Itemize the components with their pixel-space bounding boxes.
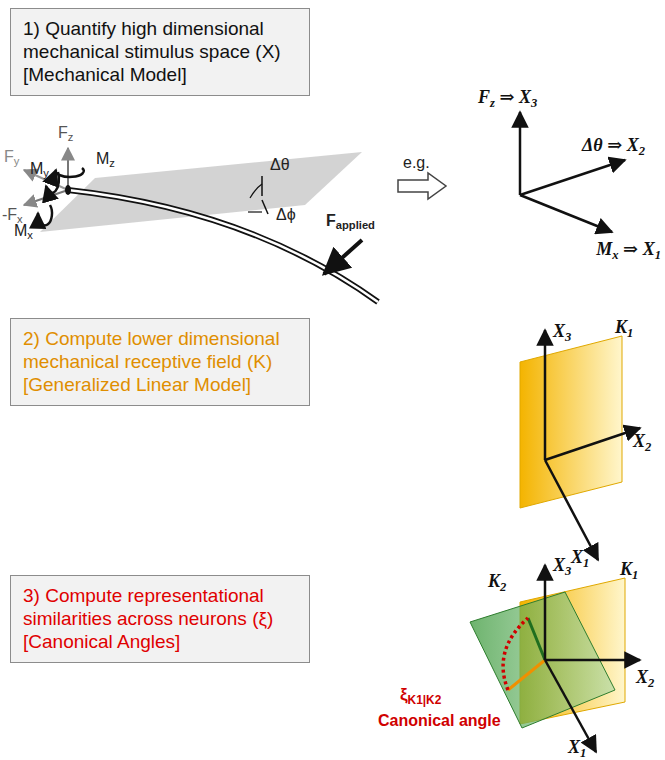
step-method: [Mechanical Model] [23,63,297,86]
annotation-label: Δθ [270,156,290,174]
annotation-label: Fapplied [326,212,375,230]
axis-label: X3 [553,322,571,342]
axis-label: K2 [488,572,506,592]
step-heading: 2) Compute lower dimensional mechanical … [23,327,297,373]
annotation-label: Mx [14,222,33,240]
step-method: [Generalized Linear Model] [23,373,297,396]
eg-arrow [398,173,446,199]
step-box: 3) Compute representational similarities… [10,575,310,663]
axis-label: X2 [636,668,654,688]
axis-label: Fz ⇒ X3 [478,88,537,108]
annotation-label: My [30,160,49,178]
annotation-label: e.g. [403,154,430,172]
step-heading: 3) Compute representational similarities… [23,584,297,630]
annotation-label: Δϕ [276,206,296,224]
annotation-label: -Fx [2,206,23,224]
step-heading: 1) Quantify high dimensional mechanical … [23,17,297,63]
step-box: 1) Quantify high dimensional mechanical … [10,8,310,96]
annotation-label: Mz [96,150,115,168]
axis-label: X2 [633,432,651,452]
whisker-illustration [24,148,378,302]
stimulus-axes [520,112,625,232]
receptive-field-plot [520,330,640,560]
axis-label: X1 [571,548,589,568]
axis-label: K1 [615,318,633,338]
annotation-label: Canonical angle [378,712,501,730]
step-method: [Canonical Angles] [23,630,297,653]
axis-label: X1 [568,738,586,758]
axis-label: X3 [553,556,571,576]
annotation-label: Fy [4,148,19,166]
axis-label: K1 [620,560,638,580]
annotation-label: Fz [58,124,73,142]
axis-label: Δθ ⇒ X2 [582,136,645,156]
axis-label: Mx ⇒ X1 [596,240,661,260]
step-box: 2) Compute lower dimensional mechanical … [10,318,310,406]
annotation-label: ξK1|K2 [400,686,441,705]
